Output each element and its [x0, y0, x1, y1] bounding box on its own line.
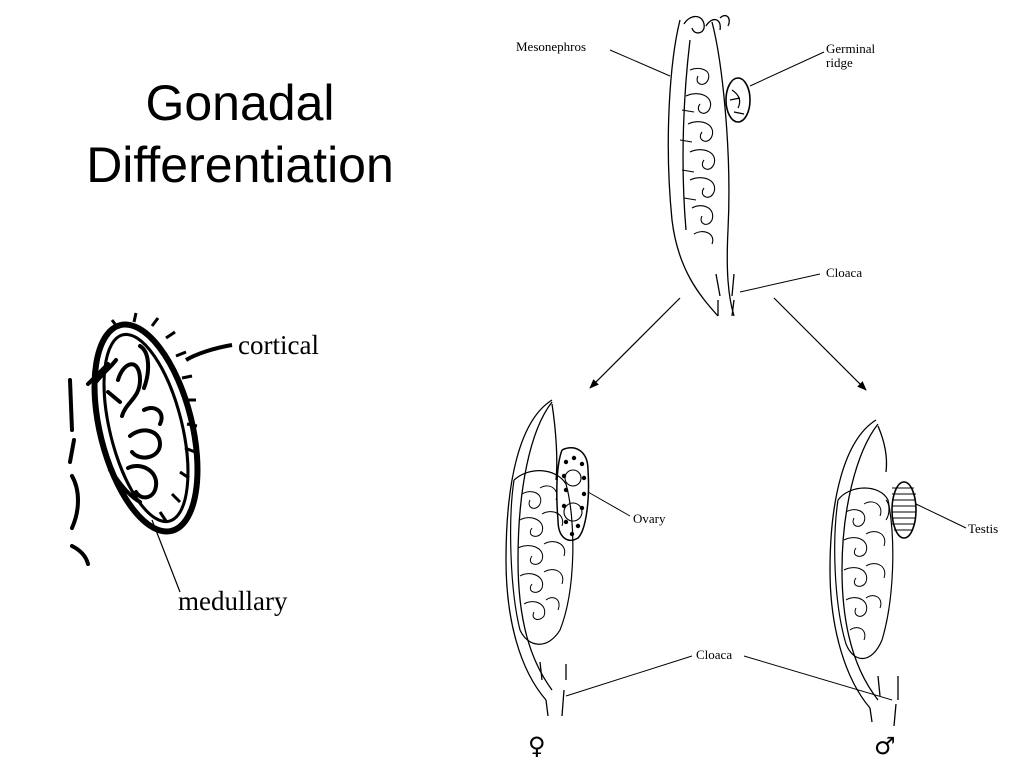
cortical-label: cortical: [238, 330, 319, 360]
mesonephros-leader: [609, 49, 671, 77]
female-symbol: ♀: [528, 732, 546, 760]
testis-body: [891, 481, 917, 539]
mesonephros-label: Mesonephros: [516, 39, 587, 54]
testis-leader: [915, 503, 967, 529]
testis-label: Testis: [968, 521, 999, 536]
medullary-cords: [94, 344, 164, 504]
ovary-leader: [587, 491, 631, 517]
mesonephric-tubules: [679, 67, 716, 245]
cortical-leader: [184, 343, 233, 362]
germinal-ridge-label-line-1: Germinal: [826, 41, 876, 56]
ovary-body: [556, 447, 590, 541]
arrow-to-testis: [773, 297, 867, 391]
testis-illustration: [743, 419, 967, 727]
cloaca-bottom-label: Cloaca: [696, 647, 733, 662]
title-line-1: Gonadal: [145, 75, 335, 131]
ovary-follicles: [561, 455, 587, 537]
male-symbol: ♂: [874, 732, 896, 760]
germinal-ridge: [725, 77, 751, 123]
mesonephros-illustration: [609, 14, 825, 317]
cloaca-top-label: Cloaca: [826, 265, 863, 280]
gonad-cortex-outer: [91, 321, 201, 535]
cloaca-bottom-leader-left: [565, 655, 693, 697]
medullary-leader: [151, 519, 181, 593]
cortical-hatching: [110, 312, 198, 522]
ovary-side-tubules: [517, 485, 566, 620]
cloaca-bottom-leader-right: [743, 655, 893, 701]
ovary-illustration: [505, 399, 693, 717]
gonad-inset-illustration: [68, 312, 233, 593]
mesonephric-fragments: [68, 362, 110, 566]
testis-cords: [892, 487, 916, 531]
title-line-2: Differentiation: [86, 137, 394, 193]
arrow-to-ovary: [589, 297, 681, 389]
gonad-cortex-inner: [102, 332, 190, 524]
cloaca-top-leader: [739, 273, 821, 293]
germinal-ridge-leader: [749, 51, 825, 87]
ovary-label: Ovary: [633, 511, 666, 526]
medullary-label: medullary: [178, 586, 288, 616]
germinal-ridge-label-line-2: ridge: [826, 55, 853, 70]
slide-title: Gonadal Differentiation: [40, 72, 440, 196]
testis-side-tubules: [843, 501, 886, 641]
germinal-ridge-label: Germinal ridge: [826, 42, 875, 70]
